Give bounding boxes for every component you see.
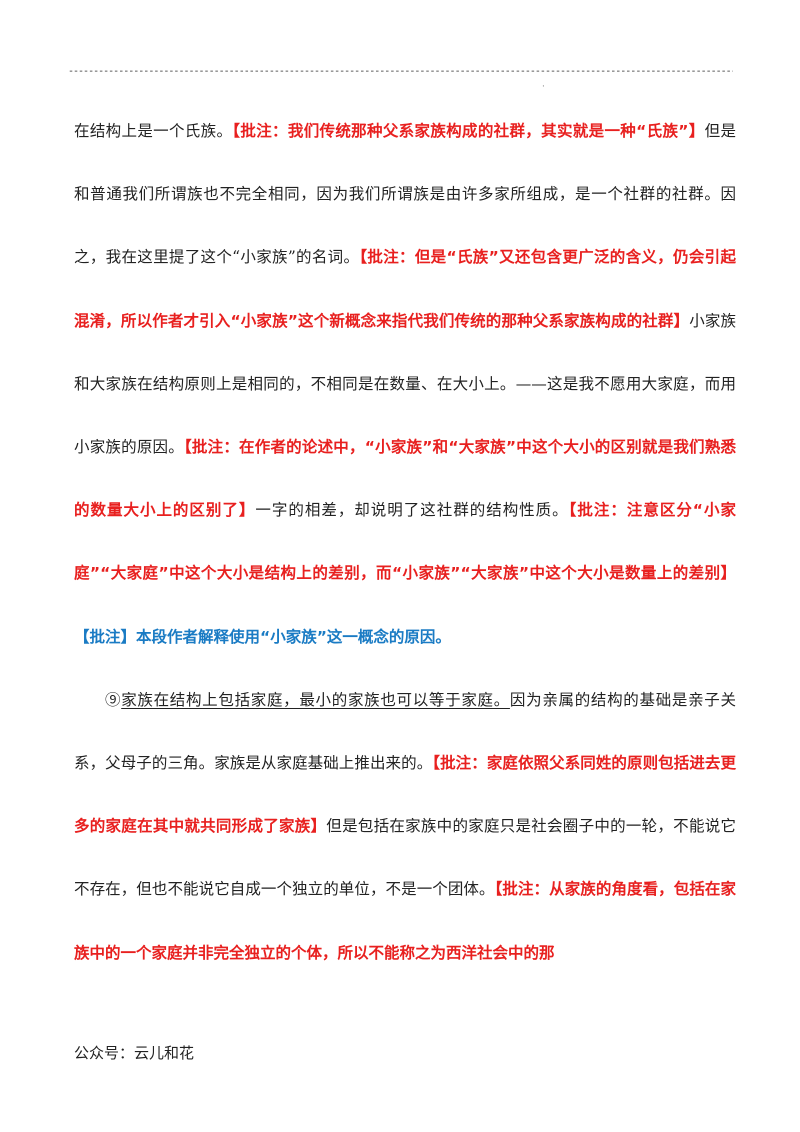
- stray-dot: ·: [542, 82, 545, 92]
- paragraph-1: 在结构上是一个氏族。【批注：我们传统那种父系家族构成的社群，其实就是一种“氏族”…: [74, 100, 736, 669]
- text-segment: 一字的相差，却说明了这社群的结构性质。: [255, 501, 569, 520]
- annotation-blue: 【批注】本段作者解释使用“小家族”这一概念的原因。: [74, 627, 451, 646]
- text-segment: 在结构上是一个氏族。: [74, 122, 233, 140]
- annotation-red: 【批注：注意区分“小家庭”“大家庭”中这个大小是结构上的差别，而“小家族”“大家…: [74, 501, 736, 583]
- document-body: 在结构上是一个氏族。【批注：我们传统那种父系家族构成的社群，其实就是一种“氏族”…: [74, 100, 736, 985]
- paragraph-2: ⑨家族在结构上包括家庭，最小的家族也可以等于家庭。因为亲属的结构的基础是亲子关系…: [74, 669, 736, 985]
- annotation-red: 【批注：但是“氏族”又还包含更广泛的含义，仍会引起混淆，所以作者才引入“小家族”…: [74, 248, 736, 330]
- header-dashed-rule: ----------------------------------------…: [68, 66, 733, 77]
- annotation-red: 【批注：家庭依照父系同姓的原则包括进去更多的家庭在其中就共同形成了家族】: [74, 754, 736, 836]
- text-segment: 但是包括在家族中的家庭只是社会圈子中的一轮，不能说它不存在，但也不能说它自成一个…: [74, 817, 736, 899]
- annotation-red: 【批注：从家族的角度看，包括在家族中的一个家庭并非完全独立的个体，所以不能称之为…: [74, 880, 736, 962]
- text-segment: 小家族和大家族在结构原则上是相同的，不相同是在数量、在大小上。——这是我不愿用大…: [74, 311, 736, 457]
- text-segment: 但是和普通我们所谓族也不完全相同，因为我们所谓族是由许多家所组成，是一个社群的社…: [74, 122, 736, 267]
- underlined-key-sentence: 家族在结构上包括家庭，最小的家族也可以等于家庭。: [121, 690, 510, 709]
- annotation-red: 【批注：我们传统那种父系家族构成的社群，其实就是一种“氏族”】: [232, 122, 705, 140]
- paragraph-number: ⑨: [105, 690, 122, 709]
- text-segment: 因为亲属的结构的基础是亲子关系，父母子的三角。家族是从家庭基础上推出来的。: [74, 690, 736, 773]
- annotation-red: 【批注：在作者的论述中，“小家族”和“大家族”中这个大小的区别就是我们熟悉的数量…: [74, 438, 736, 520]
- footer-account-label: 公众号：云儿和花: [74, 1044, 195, 1062]
